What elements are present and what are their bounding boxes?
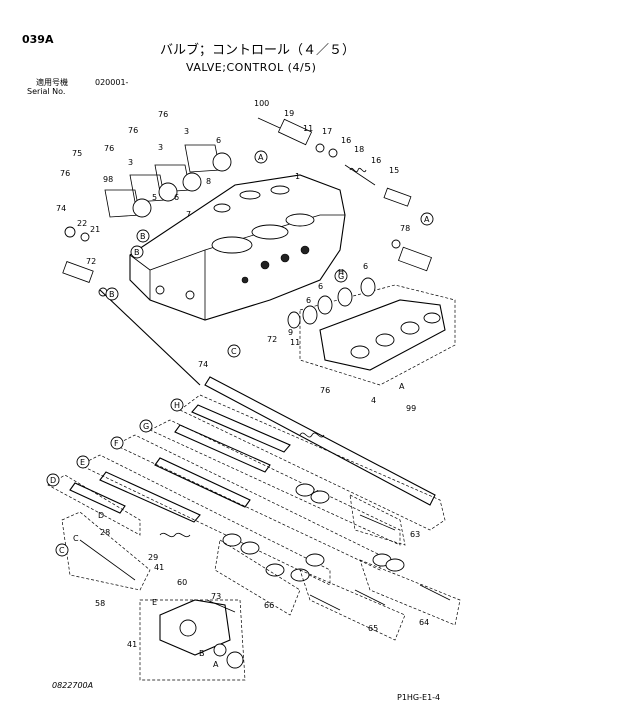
serial-label-japanese: 適用号機 bbox=[36, 78, 68, 87]
callout: 72 bbox=[86, 257, 96, 266]
callout: 16 bbox=[371, 156, 381, 165]
callout: 6 bbox=[306, 296, 311, 305]
circle-labels: A A B B B C G H H G F E D C bbox=[46, 150, 434, 557]
circle-label: A bbox=[424, 215, 430, 224]
spring-29 bbox=[159, 532, 191, 538]
circle-label: G bbox=[143, 422, 149, 431]
callout: 41 bbox=[154, 563, 164, 572]
callout: 18 bbox=[354, 145, 364, 154]
callout: 76 bbox=[320, 386, 330, 395]
o-rings-6 bbox=[287, 277, 376, 329]
callout: 9 bbox=[288, 328, 293, 337]
page-reference: P1HG-E1-4 bbox=[397, 693, 441, 702]
spool-group-e bbox=[79, 454, 331, 586]
title-japanese: バルブ；コントロール（４／５） bbox=[160, 43, 356, 58]
spring-stacks bbox=[222, 483, 405, 582]
circle-label: B bbox=[140, 232, 146, 241]
circle-label: E bbox=[80, 458, 85, 467]
callout: 76 bbox=[128, 126, 138, 135]
callout: B bbox=[199, 649, 205, 658]
callout: 21 bbox=[90, 225, 100, 234]
drawing-number: 0822700A bbox=[52, 681, 94, 690]
callout: 75 bbox=[72, 149, 82, 158]
callout: 100 bbox=[254, 99, 269, 108]
callout: 76 bbox=[158, 110, 168, 119]
serial-label-english: Serial No. bbox=[27, 87, 66, 96]
callout: 11 bbox=[303, 124, 313, 133]
relief-valve-right bbox=[391, 239, 433, 272]
callout: 6 bbox=[363, 262, 368, 271]
relief-valve-left bbox=[62, 226, 108, 297]
circle-label: H bbox=[338, 268, 344, 277]
callout: 6 bbox=[174, 193, 179, 202]
callout: 74 bbox=[198, 360, 208, 369]
callout: 60 bbox=[177, 578, 187, 587]
callout: 7 bbox=[186, 210, 191, 219]
diagram-code: 039A bbox=[22, 33, 54, 46]
circle-label: A bbox=[258, 153, 264, 162]
callout-labels: 100 19 11 17 16 18 16 15 76 3 6 76 3 76 … bbox=[56, 99, 429, 669]
callout: 19 bbox=[284, 109, 294, 118]
callout: 5 bbox=[152, 193, 157, 202]
spool-group-g bbox=[149, 419, 401, 546]
callout: 64 bbox=[419, 618, 429, 627]
callout: 66 bbox=[264, 601, 274, 610]
callout: 98 bbox=[103, 175, 113, 184]
circle-label: B bbox=[134, 248, 140, 257]
callout: 29 bbox=[148, 553, 158, 562]
caps-3 bbox=[104, 144, 232, 218]
callout: 41 bbox=[127, 640, 137, 649]
spool-group-c bbox=[61, 511, 151, 591]
callout: 65 bbox=[368, 624, 378, 633]
callout: 3 bbox=[184, 127, 189, 136]
callout: 3 bbox=[128, 158, 133, 167]
callout: 1 bbox=[295, 172, 300, 181]
callout: 3 bbox=[158, 143, 163, 152]
callout: A bbox=[399, 382, 405, 391]
callout: 72 bbox=[267, 335, 277, 344]
spool-group-h bbox=[179, 376, 446, 531]
circle-label: H bbox=[174, 401, 180, 410]
callout: 6 bbox=[318, 282, 323, 291]
circle-label: C bbox=[59, 546, 65, 555]
relief-valve-top bbox=[257, 117, 412, 207]
callout: 76 bbox=[104, 144, 114, 153]
callout: 99 bbox=[406, 404, 416, 413]
callout: 8 bbox=[206, 177, 211, 186]
circle-label: D bbox=[50, 476, 56, 485]
title-english: VALVE;CONTROL (4/5) bbox=[186, 61, 317, 74]
callout: 6 bbox=[216, 136, 221, 145]
rod-covers bbox=[214, 494, 461, 641]
callout: 76 bbox=[60, 169, 70, 178]
circle-label: B bbox=[109, 290, 115, 299]
callout: 11 bbox=[290, 338, 300, 347]
callout: D bbox=[98, 511, 104, 520]
valve-body-side bbox=[299, 284, 456, 386]
callout: 15 bbox=[389, 166, 399, 175]
spool-group-d bbox=[47, 474, 141, 536]
callout: 58 bbox=[95, 599, 105, 608]
callout: 73 bbox=[211, 592, 221, 601]
circle-label: C bbox=[231, 347, 237, 356]
valve-body-main bbox=[129, 174, 346, 321]
circle-label: G bbox=[338, 272, 344, 281]
circle-label: F bbox=[114, 439, 119, 448]
callout: 22 bbox=[77, 219, 87, 228]
callout: 63 bbox=[410, 530, 420, 539]
callout: 17 bbox=[322, 127, 332, 136]
callout: 4 bbox=[371, 396, 376, 405]
callout: C bbox=[73, 534, 79, 543]
valve-body-lower bbox=[139, 599, 246, 681]
callout: A bbox=[213, 660, 219, 669]
callout: E bbox=[152, 598, 157, 607]
callout: 78 bbox=[400, 224, 410, 233]
callout: 16 bbox=[341, 136, 351, 145]
serial-number-value: 020001- bbox=[95, 78, 129, 87]
callout: 74 bbox=[56, 204, 66, 213]
leader-line bbox=[99, 289, 201, 386]
callout: 28 bbox=[100, 528, 110, 537]
